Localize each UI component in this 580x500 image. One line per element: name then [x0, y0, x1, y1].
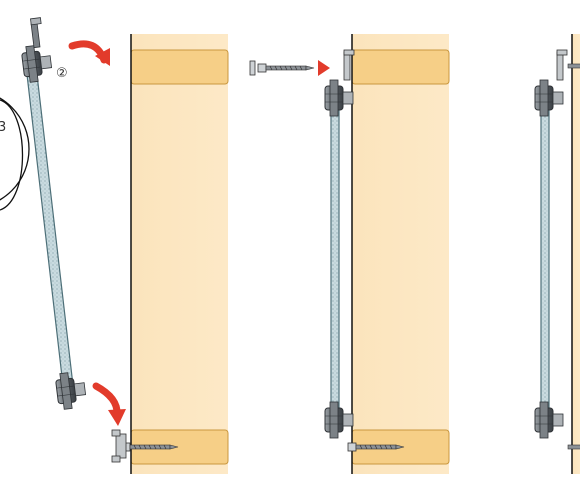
top-clip [20, 17, 54, 84]
detail-label: 3 [0, 120, 6, 135]
top-rail-clip [343, 49, 355, 81]
screw-icon [249, 60, 315, 76]
detail-circle-arc [0, 99, 24, 211]
top-rail-clip [556, 49, 568, 81]
panel-step-4 [534, 34, 580, 474]
glass-panel-tilted [25, 65, 75, 395]
direction-triangle-icon [318, 60, 330, 76]
bottom-rail-clip [111, 429, 127, 463]
panel-step-2: 3 ② [0, 17, 229, 474]
wall-section-1 [130, 34, 229, 474]
curved-arrow-icon [68, 40, 110, 66]
wall-section-2 [351, 34, 450, 474]
glass-panel-mounted [330, 107, 340, 419]
glass-panel-mounted [540, 107, 550, 419]
step-marker: ② [56, 66, 68, 81]
screw-icon [567, 63, 580, 69]
panel-step-3 [249, 34, 450, 474]
detail-circle [0, 97, 30, 201]
wall-section-3 [571, 34, 580, 474]
curved-arrow-icon [92, 382, 126, 426]
screw-icon [567, 444, 580, 450]
